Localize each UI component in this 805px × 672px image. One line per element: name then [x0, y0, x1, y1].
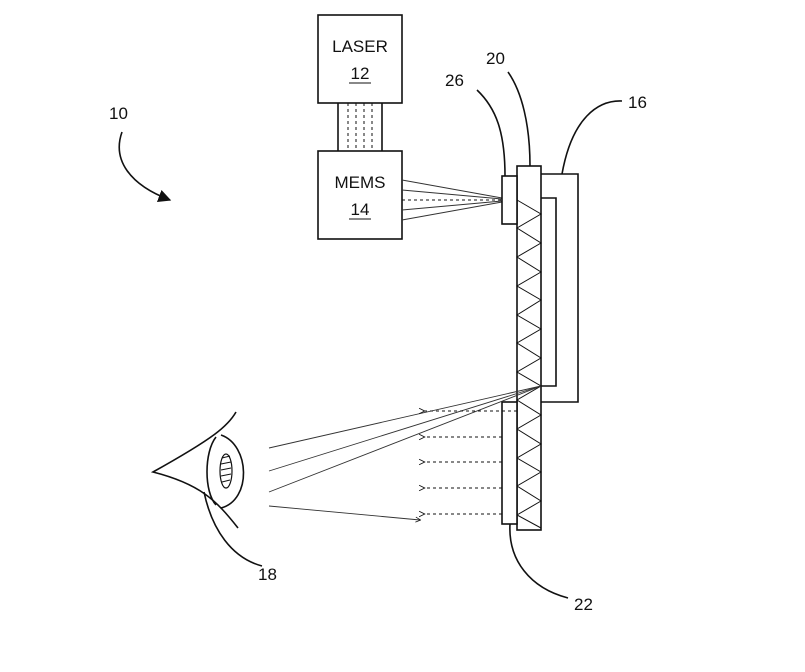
mems-label: MEMS [335, 173, 386, 192]
tir-zigzag [515, 199, 542, 529]
scan-ray-2 [401, 189, 503, 200]
label-housing: 16 [628, 93, 647, 112]
eye-lens-hatch [220, 455, 232, 483]
in-coupler [501, 175, 518, 225]
laser-label: LASER [332, 37, 388, 56]
mems-ref: 14 [351, 200, 370, 219]
laser-ref: 12 [351, 64, 370, 83]
eye-ray-2 [268, 385, 542, 472]
scan-ray-5 [401, 201, 503, 221]
leader-eye [203, 491, 263, 567]
leader-waveguide [507, 71, 531, 167]
system-arrow [118, 131, 172, 202]
eye-icon [150, 411, 245, 529]
label-system: 10 [109, 104, 128, 123]
eye-ray-4 [268, 505, 420, 520]
label-in-coupler: 26 [445, 71, 464, 90]
eye-cornea [220, 434, 245, 509]
eye-ray-1 [268, 385, 542, 449]
label-waveguide: 20 [486, 49, 505, 68]
label-eye: 18 [258, 565, 277, 584]
mems-box [317, 150, 403, 240]
scan-ray-4 [401, 200, 503, 211]
eye-ray-3 [268, 385, 542, 493]
leader-in-coupler [476, 89, 506, 177]
housing-outer [541, 173, 579, 403]
eye-lids [150, 411, 239, 529]
laser-box [317, 14, 403, 104]
eye-lens [219, 453, 233, 489]
label-out-coupler: 22 [574, 595, 593, 614]
out-coupler [501, 401, 518, 525]
eye-iris [206, 436, 217, 506]
housing-inner [541, 197, 557, 387]
scan-ray-1 [401, 179, 503, 199]
leader-housing [561, 100, 623, 175]
leader-out-coupler [509, 523, 569, 599]
